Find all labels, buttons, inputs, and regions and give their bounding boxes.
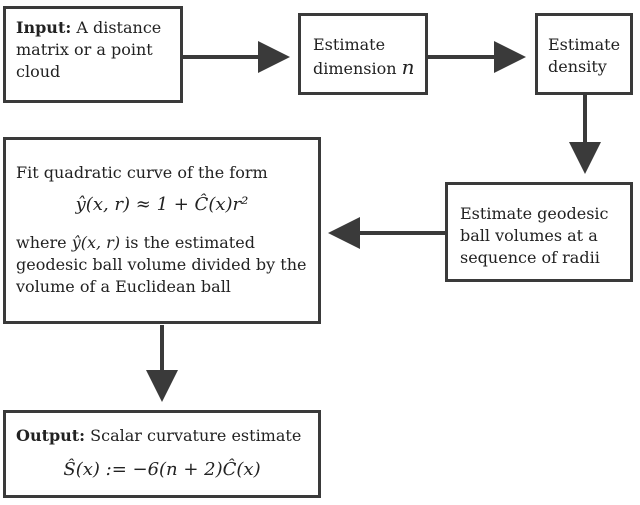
estimate-volumes-box: Estimate geodesic ball volumes at a sequ… bbox=[445, 182, 633, 282]
output-label: Output: bbox=[16, 426, 86, 445]
estimate-volumes-text: Estimate geodesic ball volumes at a sequ… bbox=[460, 204, 609, 267]
fit-curve-description: where ŷ(x, r) is the estimated geodesic … bbox=[16, 232, 308, 298]
estimate-dimension-box: Estimate dimension n bbox=[298, 13, 428, 95]
output-box: Output: Scalar curvature estimate Ŝ(x) :… bbox=[3, 410, 321, 498]
dimension-symbol: n bbox=[401, 55, 415, 79]
fit-curve-equation: ŷ(x, r) ≈ 1 + Ĉ(x)r² bbox=[75, 194, 249, 215]
where-prefix: where bbox=[16, 233, 67, 252]
input-box: Input: A distance matrix or a point clou… bbox=[3, 6, 183, 103]
input-text: A distance matrix or a point cloud bbox=[16, 18, 162, 81]
input-label: Input: bbox=[16, 18, 72, 37]
fit-curve-box: Fit quadratic curve of the form ŷ(x, r) … bbox=[3, 137, 321, 324]
fit-curve-title: Fit quadratic curve of the form bbox=[16, 163, 268, 182]
where-symbol: ŷ(x, r) bbox=[71, 233, 121, 252]
estimate-dimension-text: Estimate dimension bbox=[313, 35, 397, 78]
estimate-density-box: Estimate density bbox=[535, 13, 633, 95]
estimate-density-text: Estimate density bbox=[548, 35, 621, 76]
output-text: Scalar curvature estimate bbox=[90, 426, 302, 445]
where-rest: is the estimated geodesic ball volume di… bbox=[16, 233, 307, 296]
output-equation: Ŝ(x) := −6(n + 2)Ĉ(x) bbox=[63, 459, 261, 480]
